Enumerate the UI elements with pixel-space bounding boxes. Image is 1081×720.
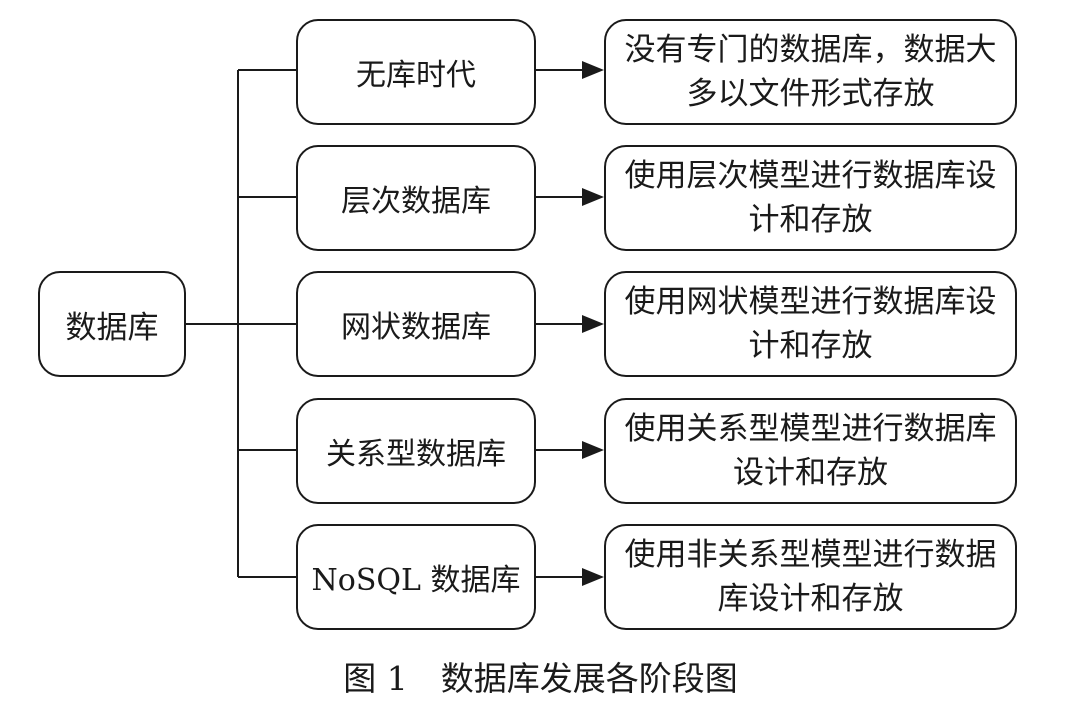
stage-node-relational: 关系型数据库 [296,398,536,504]
figure-caption: 图 1 数据库发展各阶段图 [343,659,738,698]
description-node-hierarchical: 使用层次模型进行数据库设计和存放 [604,145,1017,251]
stage-description: 没有专门的数据库，数据大多以文件形式存放 [624,32,997,112]
stage-node-no-database-era: 无库时代 [296,19,536,125]
description-node-no-database-era: 没有专门的数据库，数据大多以文件形式存放 [604,19,1017,125]
description-node-relational: 使用关系型模型进行数据库设计和存放 [604,398,1017,504]
stage-description: 使用关系型模型进行数据库设计和存放 [624,411,997,491]
stage-description: 使用层次模型进行数据库设计和存放 [624,158,997,238]
stage-label: NoSQL 数据库 [311,563,521,598]
stage-node-nosql: NoSQL 数据库 [296,524,536,630]
arrowhead-icon [582,315,604,333]
stage-label: 层次数据库 [341,184,491,219]
description-node-network: 使用网状模型进行数据库设计和存放 [604,271,1017,377]
stage-node-network: 网状数据库 [296,271,536,377]
root-node-database: 数据库 [38,271,186,377]
stage-description: 使用网状模型进行数据库设计和存放 [624,284,997,364]
root-node-label: 数据库 [65,309,159,346]
stage-label: 关系型数据库 [326,437,506,472]
stage-label: 无库时代 [356,58,476,93]
stage-label: 网状数据库 [341,310,491,345]
stage-description: 使用非关系型模型进行数据库设计和存放 [624,537,997,617]
description-node-nosql: 使用非关系型模型进行数据库设计和存放 [604,524,1017,630]
arrowhead-icon [582,568,604,586]
arrowhead-icon [582,61,604,79]
stage-node-hierarchical: 层次数据库 [296,145,536,251]
arrowhead-icon [582,188,604,206]
arrowhead-icon [582,441,604,459]
